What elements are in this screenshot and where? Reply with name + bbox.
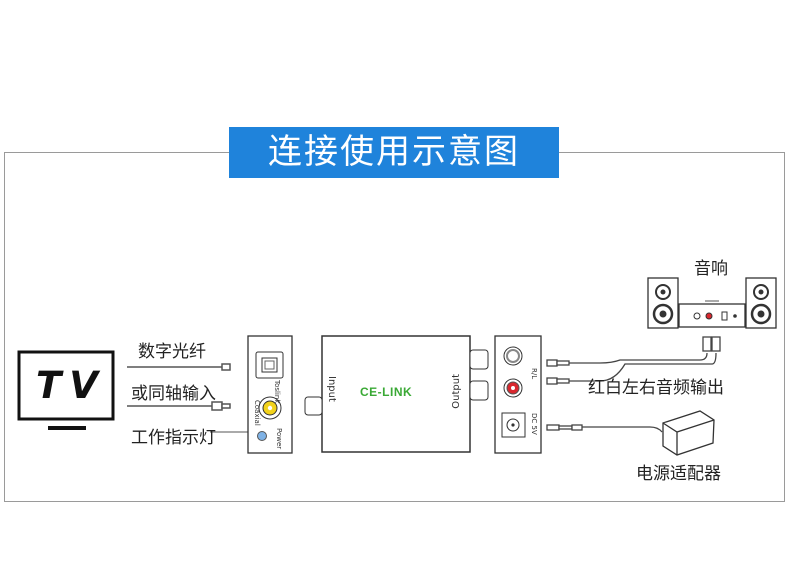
input-panel xyxy=(247,335,293,454)
coaxial-port-label: Coaxial xyxy=(253,400,261,426)
power-led xyxy=(257,431,267,441)
power-led-label: 工作指示灯 xyxy=(131,428,216,448)
power-adapter-icon xyxy=(662,410,715,456)
tv-icon xyxy=(17,350,115,430)
dc-port xyxy=(501,412,526,438)
output-label: Output xyxy=(451,374,462,409)
speaker-label: 音响 xyxy=(694,259,728,279)
power-label: Power xyxy=(275,428,283,450)
tv-text: TV xyxy=(36,364,106,407)
output-panel xyxy=(494,335,542,454)
rl-label: R/L xyxy=(530,368,538,380)
optical-label: 数字光纤 xyxy=(138,342,206,362)
optical-cable xyxy=(127,363,231,371)
coaxial-cable xyxy=(127,401,231,411)
rca-red-port xyxy=(503,378,523,398)
power-cable xyxy=(546,424,663,433)
converter-box xyxy=(304,335,489,453)
input-label: Input xyxy=(326,376,337,402)
rca-white-port xyxy=(503,346,523,366)
diagram-title: 连接使用示意图 xyxy=(229,127,559,178)
coaxial-port xyxy=(258,396,282,420)
toslink-label: Toslink xyxy=(273,380,281,404)
speaker-icon xyxy=(647,277,777,329)
adapter-label: 电源适配器 xyxy=(636,464,721,484)
rca-output-label: 红白左右音频输出 xyxy=(588,378,724,398)
rca-cables xyxy=(546,336,721,385)
coaxial-label: 或同轴输入 xyxy=(131,384,216,404)
dc-label: DC 5V xyxy=(530,413,538,435)
brand-logo: CE-LINK xyxy=(360,385,413,399)
toslink-port xyxy=(255,351,284,379)
